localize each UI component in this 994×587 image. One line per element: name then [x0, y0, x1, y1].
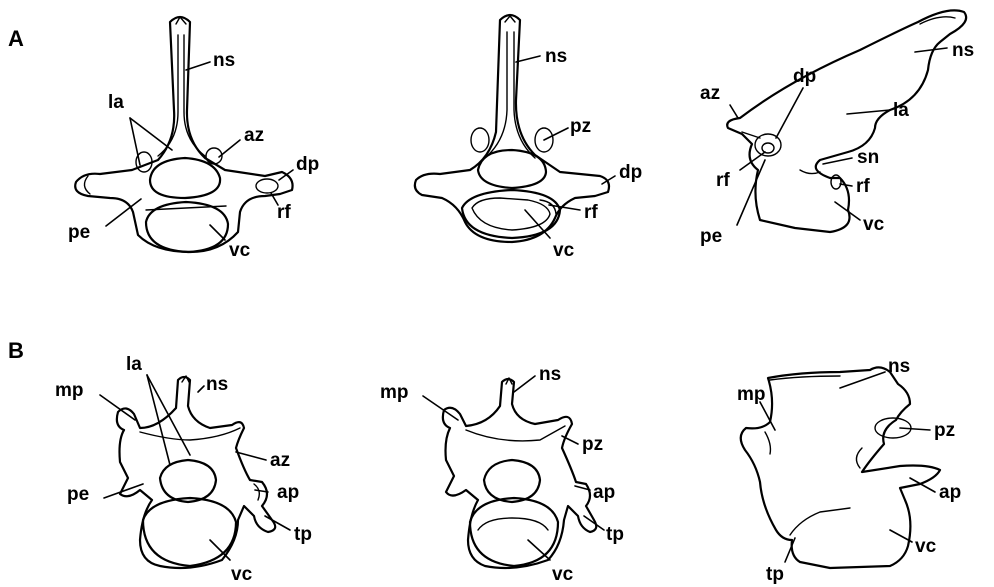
label-dp: dp	[619, 162, 642, 183]
label-ns: ns	[213, 50, 235, 71]
panel-label-b: B	[8, 338, 24, 363]
vertebra-drawing	[117, 376, 275, 568]
panel-b-lateral-view: ns mp pz ap vc tp	[737, 356, 961, 585]
panel-b-anterior-view: la ns mp az ap pe tp vc	[55, 354, 312, 585]
label-az: az	[244, 125, 264, 146]
label-vc: vc	[229, 240, 251, 261]
label-mp: mp	[737, 384, 766, 405]
label-ns: ns	[539, 364, 561, 385]
label-rf: rf	[584, 202, 598, 223]
label-la: la	[108, 92, 124, 113]
label-vc: vc	[231, 564, 253, 585]
label-pz: pz	[582, 434, 603, 455]
label-vc: vc	[863, 214, 885, 235]
label-ap: ap	[593, 482, 615, 503]
label-dp: dp	[296, 154, 319, 175]
label-tp: tp	[606, 524, 624, 545]
panel-label-a: A	[8, 26, 24, 51]
label-pz: pz	[934, 420, 955, 441]
label-ap: ap	[277, 482, 299, 503]
panel-a-anterior-view: ns la az dp rf pe vc	[68, 17, 319, 261]
label-sn: sn	[857, 147, 879, 168]
label-mp: mp	[380, 382, 409, 403]
label-mp: mp	[55, 380, 84, 401]
label-pz: pz	[570, 116, 591, 137]
panel-b-posterior-view: ns mp pz ap tp vc	[380, 364, 624, 585]
label-ap: ap	[939, 482, 961, 503]
label-tp: tp	[294, 524, 312, 545]
label-vc: vc	[553, 240, 575, 261]
label-vc: vc	[915, 536, 937, 557]
label-dp: dp	[793, 66, 816, 87]
label-pe: pe	[700, 226, 722, 247]
label-la: la	[893, 100, 909, 121]
vertebra-drawing	[443, 378, 596, 568]
label-az: az	[270, 450, 290, 471]
label-pe: pe	[68, 222, 90, 243]
label-rf: rf	[277, 202, 291, 223]
label-la: la	[126, 354, 142, 375]
label-tp: tp	[766, 564, 784, 585]
vertebra-drawing	[741, 367, 940, 568]
panel-a-posterior-view: ns pz dp rf vc	[415, 15, 642, 261]
label-rf-left: rf	[716, 170, 730, 191]
label-ns: ns	[206, 374, 228, 395]
label-ns: ns	[545, 46, 567, 67]
panel-a-lateral-view: ns dp az la sn rf rf pe vc	[700, 10, 974, 247]
label-ns: ns	[952, 40, 974, 61]
label-vc: vc	[552, 564, 574, 585]
vertebra-drawing	[727, 10, 966, 232]
label-pe: pe	[67, 484, 89, 505]
label-rf-right: rf	[856, 176, 870, 197]
label-az: az	[700, 83, 720, 104]
label-ns: ns	[888, 356, 910, 377]
